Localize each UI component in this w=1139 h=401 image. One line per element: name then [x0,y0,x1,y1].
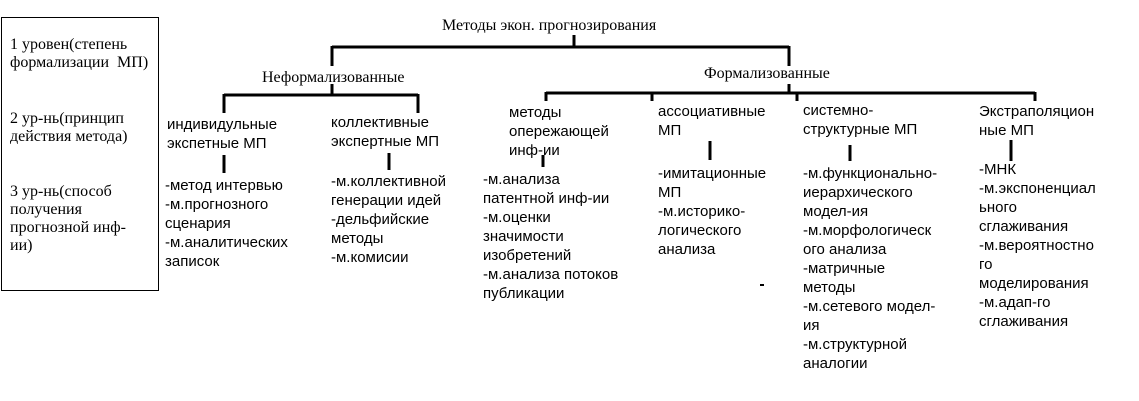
group-collective-title: коллективные экспертные МП [331,114,440,150]
root-node: Методы экон. прогнозирования [442,17,657,34]
legend-level-3: 3 ур-нь(способ получения прогнозной инф-… [10,183,126,254]
group-extrapolation-title: Экстраполяцион ные МП [979,103,1095,139]
group-individual-methods: -метод интервью -м.прогнозного сценария … [165,177,288,270]
branch-informal: Неформализованные [262,69,405,86]
group-collective-methods: -м.коллективной генерации идей -дельфийс… [331,173,447,266]
group-individual-title: индивидульные экспетные МП [167,116,278,152]
group-extrapolation-methods: -МНК -м.экспоненциал ьного сглаживания -… [979,161,1096,330]
stray-dash-mark [760,284,764,286]
legend-level-1: 1 уровен(степень формализации МП) [10,36,149,71]
group-associative-methods: -имитационные МП -м.историко- логическог… [658,165,767,258]
group-systemic-methods: -м.функционально- иерархического модел-и… [803,165,938,372]
group-systemic-title: системно- структурные МП [803,102,918,138]
branch-formal: Формализованные [704,65,830,82]
legend-level-2: 2 ур-нь(принцип действия метода) [10,110,128,145]
group-advance-title: методы опережающей инф-ии [509,104,609,159]
group-associative-title: ассоциативные МП [658,103,766,139]
levels-legend: 1 уровен(степень формализации МП) 2 ур-н… [1,17,159,291]
group-advance-methods: -м.анализа патентной инф-ии -м.оценки зн… [483,171,619,302]
